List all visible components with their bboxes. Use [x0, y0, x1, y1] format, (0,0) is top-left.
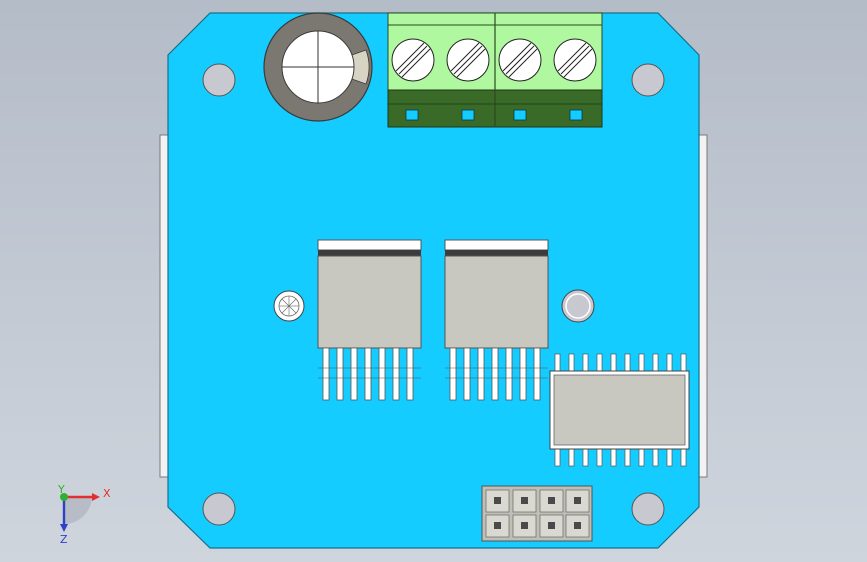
regulator-2[interactable]: [444, 239, 549, 401]
orientation-triad[interactable]: X Y Z: [57, 483, 111, 546]
via-left[interactable]: [273, 290, 305, 322]
right-rail: [698, 134, 708, 478]
terminal-screw-3[interactable]: [498, 38, 542, 82]
mount-hole-bottom-right[interactable]: [631, 492, 665, 526]
regulator-1[interactable]: [317, 239, 422, 401]
terminal-screw-1[interactable]: [391, 38, 435, 82]
terminal-screw-2[interactable]: [446, 38, 490, 82]
x-axis-label: X: [103, 487, 111, 500]
mount-hole-bottom-left[interactable]: [202, 492, 236, 526]
electrolytic-capacitor[interactable]: [263, 12, 373, 122]
terminal-screw-4[interactable]: [553, 38, 597, 82]
left-rail: [159, 134, 169, 478]
y-axis-marker: [60, 493, 68, 501]
screw-terminal-block[interactable]: [387, 12, 603, 128]
soic-ic-chip[interactable]: [549, 353, 690, 467]
mount-hole-top-right[interactable]: [631, 63, 665, 97]
mount-hole-top-left[interactable]: [202, 63, 236, 97]
via-right[interactable]: [561, 289, 595, 323]
mount-holes: [202, 63, 665, 526]
z-axis-label: Z: [60, 533, 68, 546]
y-axis-label: Y: [57, 483, 65, 496]
pin-header-2x4[interactable]: [481, 485, 593, 542]
